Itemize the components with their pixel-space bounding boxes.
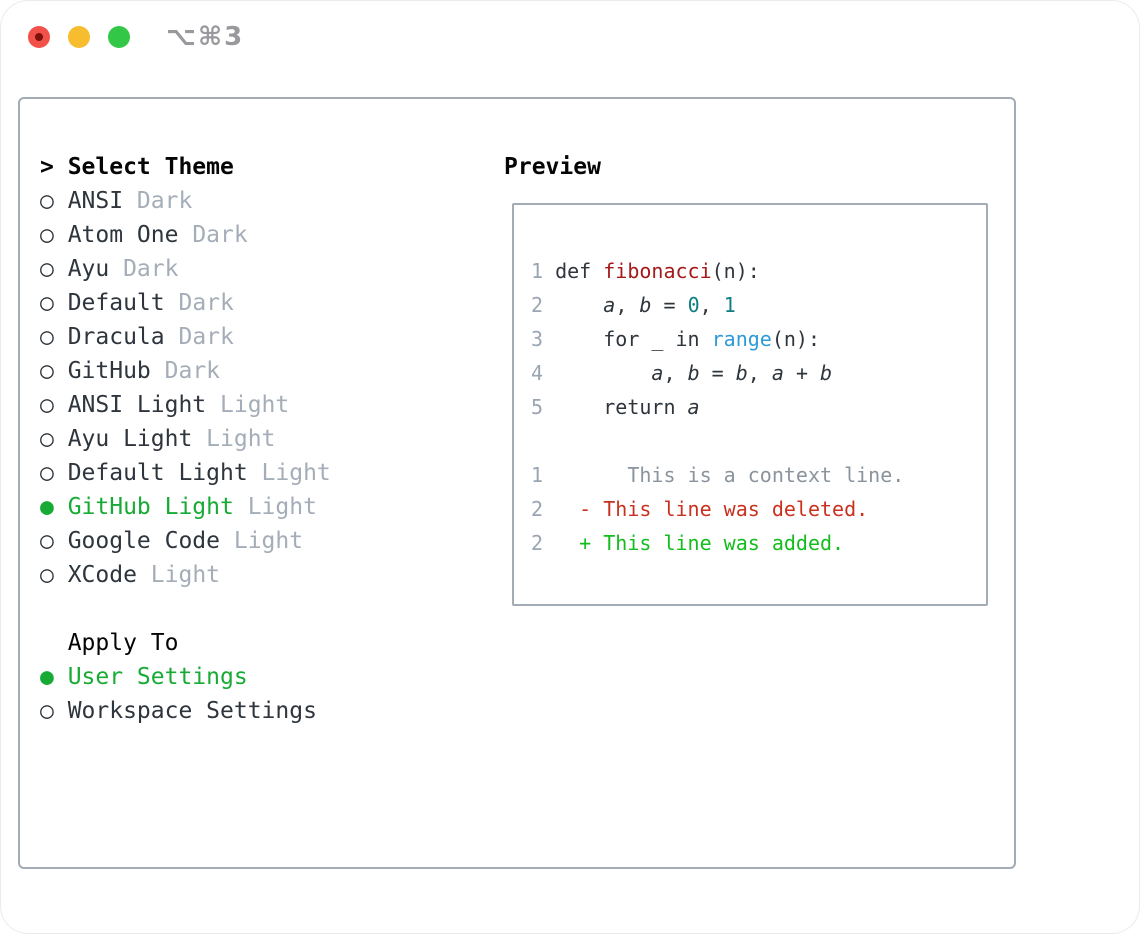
code-tokens: def fibonacci(n): <box>543 259 760 283</box>
prompt-icon: > <box>40 154 54 180</box>
code-line: 2 a, b = 0, 1 <box>531 288 986 322</box>
radio-icon: ○ <box>40 222 54 248</box>
theme-name: Dracula <box>67 324 165 350</box>
radio-icon: ○ <box>40 392 54 418</box>
line-number: 2 <box>531 531 544 555</box>
theme-variant-tag: Light <box>150 562 221 588</box>
theme-option[interactable]: ○ XCode Light <box>40 558 331 592</box>
code-tokens: This is a context line. <box>543 463 905 487</box>
code-tokens: a, b = b, a + b <box>651 361 833 385</box>
select-theme-header: > Select Theme <box>40 150 331 184</box>
theme-name: XCode <box>67 562 137 588</box>
code-line: 2 + This line was added. <box>531 526 986 560</box>
theme-option[interactable]: ○ Atom One Dark <box>40 218 331 252</box>
theme-option[interactable]: ○ GitHub Dark <box>40 354 331 388</box>
keyboard-shortcut-label: ⌥⌘3 <box>166 22 245 52</box>
theme-name: GitHub <box>67 358 151 384</box>
theme-variant-tag: Light <box>233 528 304 554</box>
theme-name: Ayu <box>67 256 110 282</box>
code-line: 1 This is a context line. <box>531 458 986 492</box>
theme-variant-tag: Light <box>220 392 290 418</box>
hint-line <box>40 796 331 830</box>
line-number: 1 <box>531 463 544 487</box>
theme-option[interactable]: ○ Ayu Light Light <box>40 422 331 456</box>
apply-to-option[interactable]: ○ Workspace Settings <box>40 694 331 728</box>
radio-icon: ○ <box>40 698 54 724</box>
line-number: 1 <box>531 259 544 283</box>
radio-icon: ○ <box>40 256 54 282</box>
close-icon[interactable] <box>28 26 50 48</box>
radio-icon: ○ <box>40 358 54 384</box>
theme-option[interactable]: ○ Dracula Dark <box>40 320 331 354</box>
theme-variant-tag: Light <box>261 460 331 486</box>
theme-variant-tag: Dark <box>192 222 248 248</box>
radio-icon: ○ <box>40 528 54 554</box>
radio-icon: ● <box>40 494 54 520</box>
spacer <box>40 728 331 762</box>
radio-icon: ○ <box>40 290 54 316</box>
line-number: 2 <box>531 497 544 521</box>
theme-variant-tag: Dark <box>178 290 234 316</box>
theme-variant-tag: Dark <box>178 324 234 350</box>
titlebar: ⌥⌘3 <box>0 0 1140 75</box>
theme-option[interactable]: ○ ANSI Light Light <box>40 388 331 422</box>
code-tokens: a, b = 0, 1 <box>603 293 736 317</box>
line-number: 4 <box>531 361 544 385</box>
radio-icon: ○ <box>40 426 54 452</box>
theme-name: Google Code <box>67 528 221 554</box>
line-number: 2 <box>531 293 544 317</box>
theme-name: Atom One <box>67 222 179 248</box>
theme-option[interactable]: ○ Ayu Dark <box>40 252 331 286</box>
line-number: 3 <box>531 327 544 351</box>
theme-name: Default Light <box>67 460 248 486</box>
code-line: 5 return a <box>531 390 986 424</box>
select-theme-title: Select Theme <box>67 154 234 180</box>
theme-option[interactable]: ○ ANSI Dark <box>40 184 331 218</box>
code-tokens: + This line was added. <box>579 531 845 555</box>
theme-option[interactable]: ● GitHub Light Light <box>40 490 331 524</box>
radio-icon: ○ <box>40 460 54 486</box>
code-tokens: - This line was deleted. <box>579 497 869 521</box>
hint-line <box>40 762 331 796</box>
spacer <box>40 592 331 626</box>
code-line: 2 - This line was deleted. <box>531 492 986 526</box>
zoom-icon[interactable] <box>108 26 130 48</box>
theme-name: ANSI <box>67 188 124 214</box>
preview-title: Preview <box>504 154 601 180</box>
theme-name: Default <box>67 290 165 316</box>
theme-name: GitHub Light <box>67 494 234 520</box>
minimize-icon[interactable] <box>68 26 90 48</box>
code-line: 1 def fibonacci(n): <box>531 254 986 288</box>
apply-to-options-list: ● User Settings ○ Workspace Settings <box>40 660 331 728</box>
radio-icon: ● <box>40 664 54 690</box>
line-number: 5 <box>531 395 544 419</box>
theme-variant-tag: Dark <box>123 256 179 282</box>
theme-option[interactable]: ○ Default Dark <box>40 286 331 320</box>
code-tokens: for _ in range(n): <box>543 327 821 351</box>
radio-icon: ○ <box>40 188 54 214</box>
theme-name: Ayu Light <box>67 426 193 452</box>
theme-variant-tag: Light <box>206 426 276 452</box>
hint-text <box>40 762 331 830</box>
apply-to-option-label: Workspace Settings <box>67 698 317 724</box>
theme-variant-tag: Dark <box>136 188 193 214</box>
radio-icon: ○ <box>40 324 54 350</box>
theme-name: ANSI Light <box>67 392 207 418</box>
theme-option[interactable]: ○ Default Light Light <box>40 456 331 490</box>
radio-icon: ○ <box>40 562 54 588</box>
code-line: 3 for _ in range(n): <box>531 322 986 356</box>
theme-variant-tag: Light <box>247 494 317 520</box>
theme-variant-tag: Dark <box>164 358 221 384</box>
code-line: 4 a, b = b, a + b <box>531 356 986 390</box>
apply-to-option[interactable]: ● User Settings <box>40 660 331 694</box>
theme-option[interactable]: ○ Google Code Light <box>40 524 331 558</box>
code-tokens: return a <box>543 395 700 419</box>
code-line <box>531 424 986 458</box>
apply-to-header: Apply To <box>67 630 179 656</box>
apply-to-option-label: User Settings <box>67 664 248 690</box>
